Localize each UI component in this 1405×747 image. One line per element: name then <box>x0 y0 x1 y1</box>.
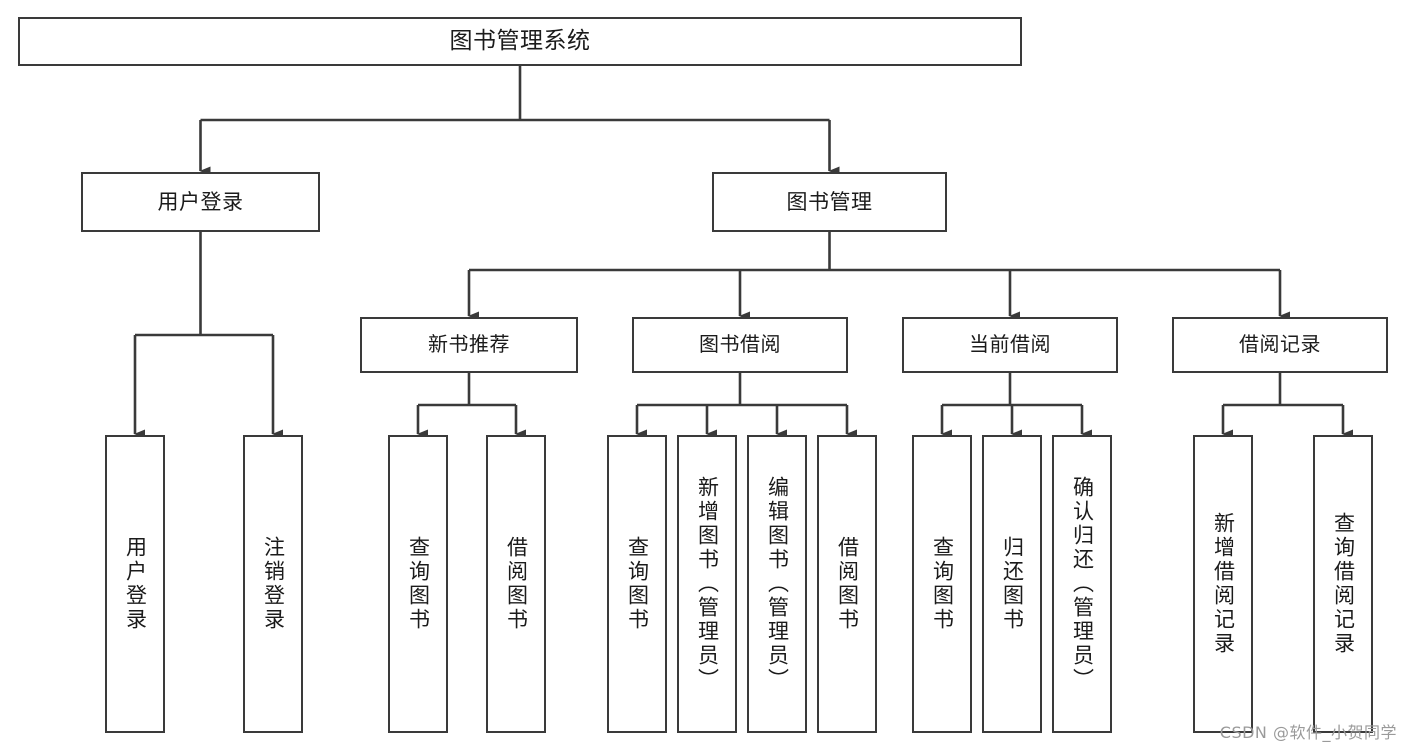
node-label: 用户登录 <box>123 536 148 632</box>
node-book-manage[interactable]: 图书管理 <box>712 172 947 232</box>
node-label: 编辑图书（管理员） <box>765 476 790 692</box>
node-label: 用户登录 <box>157 189 244 214</box>
node-leaf-add-record[interactable]: 新增借阅记录 <box>1193 435 1253 733</box>
node-label: 查询借阅记录 <box>1331 512 1356 656</box>
node-leaf-query-book-3[interactable]: 查询图书 <box>912 435 972 733</box>
node-label: 当前借阅 <box>969 332 1051 357</box>
node-label: 归还图书 <box>1000 536 1025 632</box>
node-leaf-confirm-return[interactable]: 确认归还（管理员） <box>1052 435 1112 733</box>
node-current-borrow[interactable]: 当前借阅 <box>902 317 1118 373</box>
node-label: 图书管理 <box>786 189 873 214</box>
node-leaf-query-book-2[interactable]: 查询图书 <box>607 435 667 733</box>
node-label: 图书借阅 <box>699 332 781 357</box>
node-label: 借阅图书 <box>504 536 529 632</box>
node-leaf-edit-book[interactable]: 编辑图书（管理员） <box>747 435 807 733</box>
node-leaf-add-book[interactable]: 新增图书（管理员） <box>677 435 737 733</box>
node-label: 借阅图书 <box>835 536 860 632</box>
watermark: CSDN @软件_小贺同学 <box>1219 723 1397 742</box>
node-root[interactable]: 图书管理系统 <box>18 17 1022 66</box>
node-label: 图书管理系统 <box>449 27 591 54</box>
node-borrow-record[interactable]: 借阅记录 <box>1172 317 1388 373</box>
node-book-borrow[interactable]: 图书借阅 <box>632 317 848 373</box>
node-label: 确认归还（管理员） <box>1070 476 1095 692</box>
node-user-login[interactable]: 用户登录 <box>81 172 320 232</box>
node-label: 查询图书 <box>406 536 431 632</box>
node-leaf-query-record[interactable]: 查询借阅记录 <box>1313 435 1373 733</box>
node-leaf-borrow-book-2[interactable]: 借阅图书 <box>817 435 877 733</box>
node-leaf-return-book[interactable]: 归还图书 <box>982 435 1042 733</box>
node-new-book-recommend[interactable]: 新书推荐 <box>360 317 578 373</box>
node-label: 借阅记录 <box>1239 332 1321 357</box>
node-leaf-user-login[interactable]: 用户登录 <box>105 435 165 733</box>
node-label: 新增借阅记录 <box>1211 512 1236 656</box>
node-label: 新书推荐 <box>428 332 510 357</box>
node-label: 注销登录 <box>261 536 286 632</box>
node-label: 查询图书 <box>625 536 650 632</box>
node-label: 新增图书（管理员） <box>695 476 720 692</box>
node-label: 查询图书 <box>930 536 955 632</box>
node-leaf-query-book-1[interactable]: 查询图书 <box>388 435 448 733</box>
node-leaf-logout[interactable]: 注销登录 <box>243 435 303 733</box>
node-leaf-borrow-book-1[interactable]: 借阅图书 <box>486 435 546 733</box>
